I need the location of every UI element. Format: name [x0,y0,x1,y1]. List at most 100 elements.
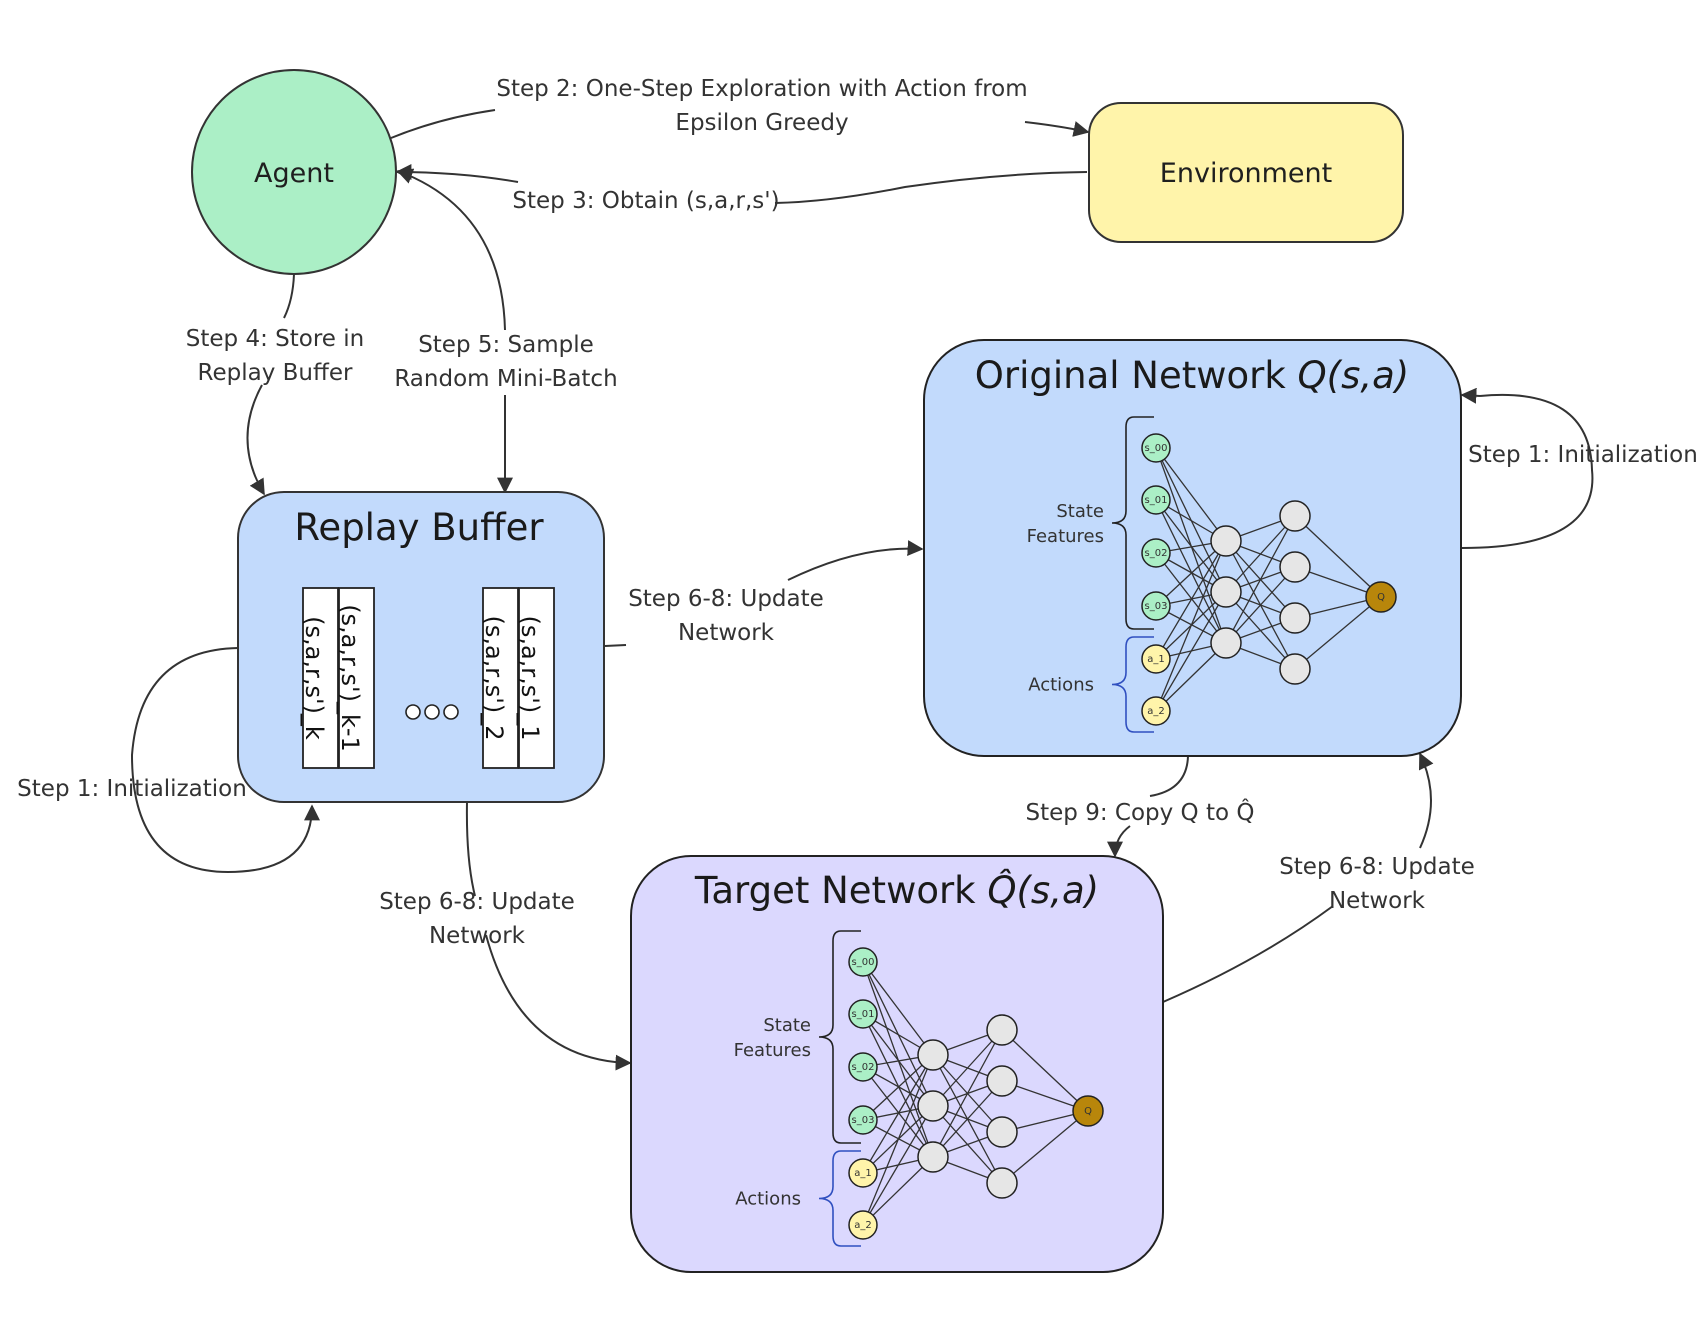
buffer-slot-label: (s,a,r,s')_k-1 [336,604,364,752]
edge-step1-left-loop [130,647,313,874]
target-network-title: Target Network Q̂(s,a) [694,868,1099,912]
action-input-label: a_1 [854,1168,872,1179]
agent-label: Agent [254,158,334,189]
network-edge [1001,1029,1089,1112]
state-input-label: s_03 [852,1115,875,1126]
original-network-graph: StateFeaturesActionss_00s_01s_02s_03a_1a… [1027,416,1397,733]
agent-node: Agent [191,69,397,275]
hidden-node [917,1090,949,1122]
buffer-slot [338,587,375,769]
label-step1-right: Step 1: Initialization [1468,442,1698,468]
action-input-label: a_2 [1147,706,1165,717]
label-step3: Step 3: Obtain (s,a,r,s') [512,188,779,214]
label-step9: Step 9: Copy Q to Q̂ [1026,799,1255,826]
label-step2-line1: Step 2: One-Step Exploration with Action… [496,76,1027,102]
label-step2-line2: Epsilon Greedy [675,110,848,136]
state-input-node [848,999,878,1029]
network-edge [1294,596,1382,670]
edge-step68-target-bottom [485,934,632,1071]
state-input-label: s_02 [852,1062,875,1073]
state-input-node [1141,433,1171,463]
label-step1-left: Step 1: Initialization [17,776,247,802]
environment-node: Environment [1088,102,1404,243]
state-input-node [1141,485,1171,515]
q-output-node [1072,1095,1104,1127]
environment-label: Environment [1160,158,1332,189]
q-output-label: Q [1084,1106,1092,1117]
label-step5-line1: Step 5: Sample [418,332,594,358]
edge-step68-orig-left [604,644,627,647]
state-input-label: s_03 [1145,601,1168,612]
label-step68-target-line1: Step 6-8: Update [379,889,575,915]
state-input-node [848,1052,878,1082]
state-input-label: s_01 [852,1009,875,1020]
label-step68-orig-line2: Network [678,620,775,646]
label-step4-line2: Replay Buffer [198,360,353,386]
action-input-node [1141,644,1171,674]
replay-buffer-node: Replay Buffer (s,a,r,s')_k(s,a,r,s')_k-1… [237,491,605,803]
label-step68-orig-line1: Step 6-8: Update [628,586,824,612]
network-edge [862,1054,934,1226]
state-input-node [848,947,878,977]
network-edge [862,1066,934,1158]
state-input-node [848,1105,878,1135]
label-step68-back-line1: Step 6-8: Update [1279,854,1475,880]
network-edge [1155,499,1227,593]
state-input-label: s_00 [1145,443,1168,454]
network-edge [862,1054,934,1174]
network-edge [1225,566,1296,644]
edge-step68-back-bottom [1162,905,1334,1003]
network-edge [1155,540,1227,660]
network-edge [1155,591,1227,712]
buffer-slot-label: (s,a,r,s')_k [300,616,328,740]
network-edge [932,1080,1003,1158]
target-network-node: Target Network Q̂(s,a) StateFeaturesActi… [630,855,1164,1273]
buffer-slot-label: (s,a,r,s')_2 [480,615,508,740]
network-edge [1294,515,1382,598]
hidden-node [986,1116,1018,1148]
hidden-node [917,1039,949,1071]
label-step5-line2: Random Mini-Batch [394,366,617,392]
label-step4-line1: Step 4: Store in [186,326,364,352]
actions-label: Actions [1028,675,1094,696]
buffer-slot-label: (s,a,r,s')_1 [516,615,544,740]
q-output-label: Q [1377,592,1385,603]
hidden-node [1210,525,1242,557]
state-input-label: s_00 [852,957,875,968]
edge-step68-target-top [465,801,476,897]
buffer-slots: (s,a,r,s')_k (s,a,r,s')_k-1 (s,a,r,s')_2 (s… [300,587,555,769]
actions-brace [1111,636,1154,733]
action-input-node [848,1158,878,1188]
network-edge [862,1054,934,1121]
network-edge [862,1156,934,1226]
network-edge [862,1105,934,1226]
label-step68-back-line2: Network [1329,888,1426,914]
ellipsis-dots [405,704,459,720]
edge-step2-left [390,109,496,139]
edge-step9-top [1149,755,1189,797]
edge-step68-back-top [1418,752,1434,849]
hidden-node [1279,551,1311,583]
network-edge [1001,1110,1089,1184]
action-input-node [1141,696,1171,726]
q-output-node [1365,581,1397,613]
edge-step3-right [774,171,1088,204]
hidden-node [1279,653,1311,685]
network-edge [932,1029,1003,1158]
network-edge [1155,540,1227,607]
network-edge [1225,515,1296,644]
buffer-slot [482,587,519,769]
edge-step68-orig-right [787,540,924,581]
edge-step4-top [283,273,295,319]
original-network-title: Original Network Q(s,a) [975,354,1410,397]
hidden-node [917,1141,949,1173]
network-edge [1155,540,1227,712]
buffer-slot [302,587,339,769]
network-edge [1155,552,1227,644]
state-input-label: s_02 [1145,548,1168,559]
hidden-node [1210,627,1242,659]
network-edge [862,1013,934,1107]
network-edge [932,1029,1003,1107]
hidden-node [986,1065,1018,1097]
